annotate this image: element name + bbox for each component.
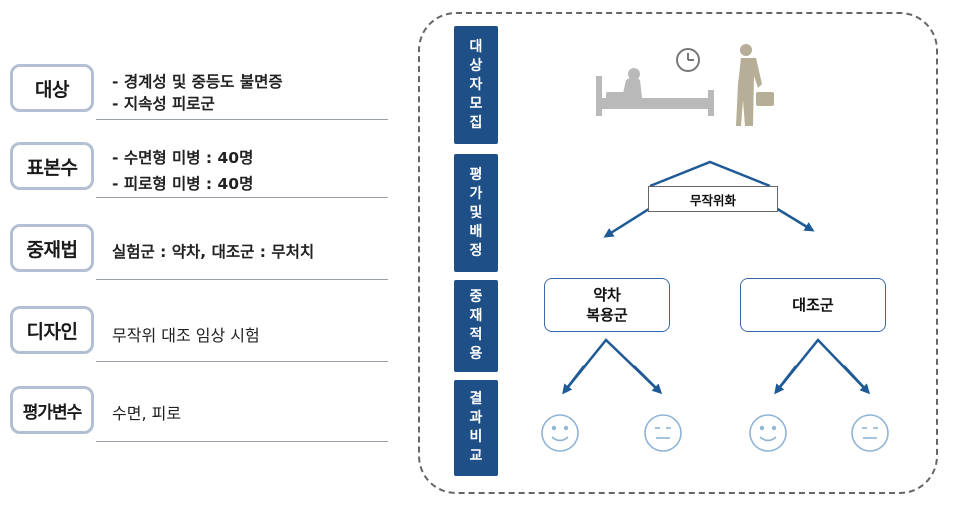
row-divider — [96, 119, 388, 120]
group-control-box: 대조군 — [740, 278, 886, 332]
row-intervention: 중재법 실험군 : 약차, 대조군 : 무처치 — [0, 224, 388, 284]
desc-target-line-2: - 지속성 피로군 — [112, 95, 215, 113]
desc-sample-line-2: - 피로형 미병 : 40명 — [112, 175, 254, 193]
group-tea-line-1: 약차 — [593, 286, 621, 304]
label-outcomes: 평가변수 — [10, 386, 94, 434]
label-target: 대상 — [10, 64, 94, 112]
row-outcomes: 평가변수 수면, 피로 — [0, 386, 388, 446]
clock-icon — [676, 48, 700, 72]
desc-outcomes: 수면, 피로 — [112, 404, 182, 423]
desc-target-line-1: - 경계성 및 중등도 불면증 — [112, 73, 283, 91]
desc-intervention: 실험군 : 약차, 대조군 : 무처치 — [112, 243, 315, 261]
label-intervention: 중재법 — [10, 224, 94, 272]
row-design: 디자인 무작위 대조 임상 시험 — [0, 306, 388, 366]
group-tea-line-2: 복용군 — [586, 306, 628, 324]
group-control-label: 대조군 — [792, 296, 834, 314]
row-divider — [96, 441, 388, 442]
row-divider — [96, 197, 388, 198]
group-tea-box: 약차 복용군 — [544, 278, 670, 332]
smiley-happy-icon — [541, 414, 579, 452]
row-sample-size: 표본수 - 수면형 미병 : 40명 - 피로형 미병 : 40명 — [0, 142, 388, 202]
desc-design: 무작위 대조 임상 시험 — [112, 326, 260, 345]
row-divider — [96, 279, 388, 280]
bed-icon — [596, 68, 714, 116]
row-divider — [96, 361, 388, 362]
randomization-box: 무작위화 — [648, 186, 778, 212]
flow-panel — [418, 12, 938, 494]
smiley-neutral-icon — [851, 414, 889, 452]
tired-person-icon — [736, 44, 774, 126]
desc-sample-line-1: - 수면형 미병 : 40명 — [112, 149, 254, 167]
label-sample-size: 표본수 — [10, 142, 94, 190]
row-target: 대상 - 경계성 및 중등도 불면증 - 지속성 피로군 — [0, 64, 388, 124]
smiley-happy-icon — [749, 414, 787, 452]
smiley-neutral-icon — [644, 414, 682, 452]
label-design: 디자인 — [10, 306, 94, 354]
